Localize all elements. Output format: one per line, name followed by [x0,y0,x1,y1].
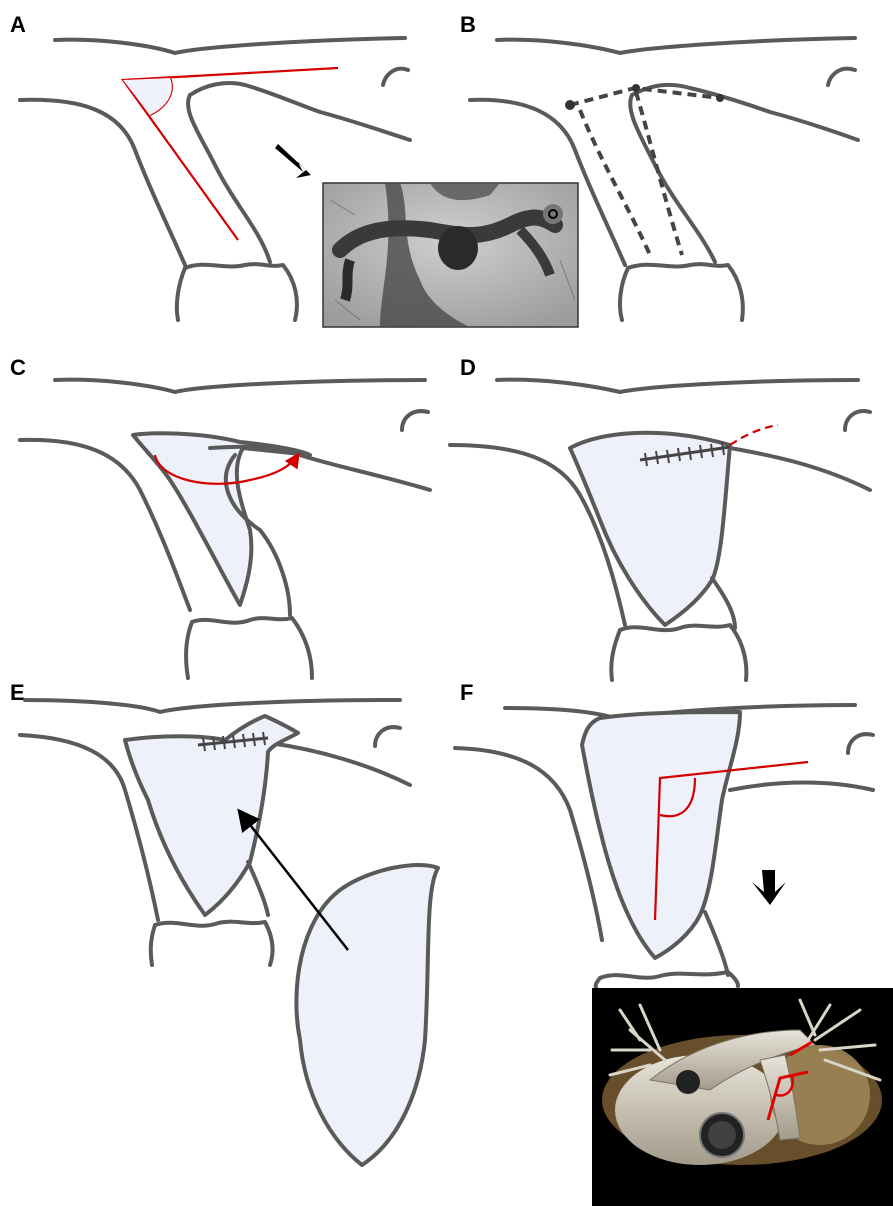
panel-a: A [10,12,578,327]
angiogram-inset [323,183,578,327]
artery-left-branch [190,83,410,140]
incision-endpoint [565,100,575,110]
right-vessel-hook-c [402,411,428,430]
panel-label-d: D [460,355,476,380]
panel-label-b: B [460,12,476,37]
right-vessel-hook-d [845,411,870,430]
artery-branch-f [730,783,873,791]
panel-label-a: A [10,12,26,37]
patch-d [570,433,730,625]
aorta-top-outline [55,38,405,53]
panel-label-e: E [10,680,25,705]
panel-label-f: F [460,680,473,705]
aortic-root-b [620,264,743,320]
aorta-lower-left-outline [20,100,185,265]
aorta-top-outline-d [497,380,858,392]
right-vessel-hook-b [828,69,855,85]
aortic-root-e [151,922,273,965]
panel-label-c: C [10,355,26,380]
artery-branch-e [270,743,410,785]
angle-fill [123,78,172,115]
aorta-top-outline-b [497,38,855,53]
right-vessel-hook-f [848,734,873,753]
right-vessel-hook-e [375,727,400,746]
planned-incision-red [730,425,778,445]
inset-pointer-arrow [275,144,311,178]
panel-d: D [450,355,870,680]
artery-inner-e [248,862,268,915]
aortic-root-c [186,618,312,678]
ct-3d-inset [592,988,893,1206]
aorta-lower-outline-f [455,748,602,940]
incision-endpoint [632,84,640,92]
aortic-root-d [611,625,746,680]
artery-inner-d [712,578,735,628]
aorta-top-outline-c [55,380,425,392]
aortic-root-f [596,972,738,988]
artery-branch-d [730,448,870,490]
panel-f: F [455,680,893,1206]
right-vessel-hook [383,69,408,85]
aortic-root-outline [177,264,297,320]
artery-branch-c [210,447,430,490]
incision-endpoint [716,94,724,102]
artery-inner-curve [188,95,270,262]
panel-c: C [10,355,430,678]
artery-inner-f [705,912,728,975]
ct-pointer-arrow [752,870,786,905]
aorta-top-outline-e [25,700,400,712]
panel-e: E [10,680,438,1165]
